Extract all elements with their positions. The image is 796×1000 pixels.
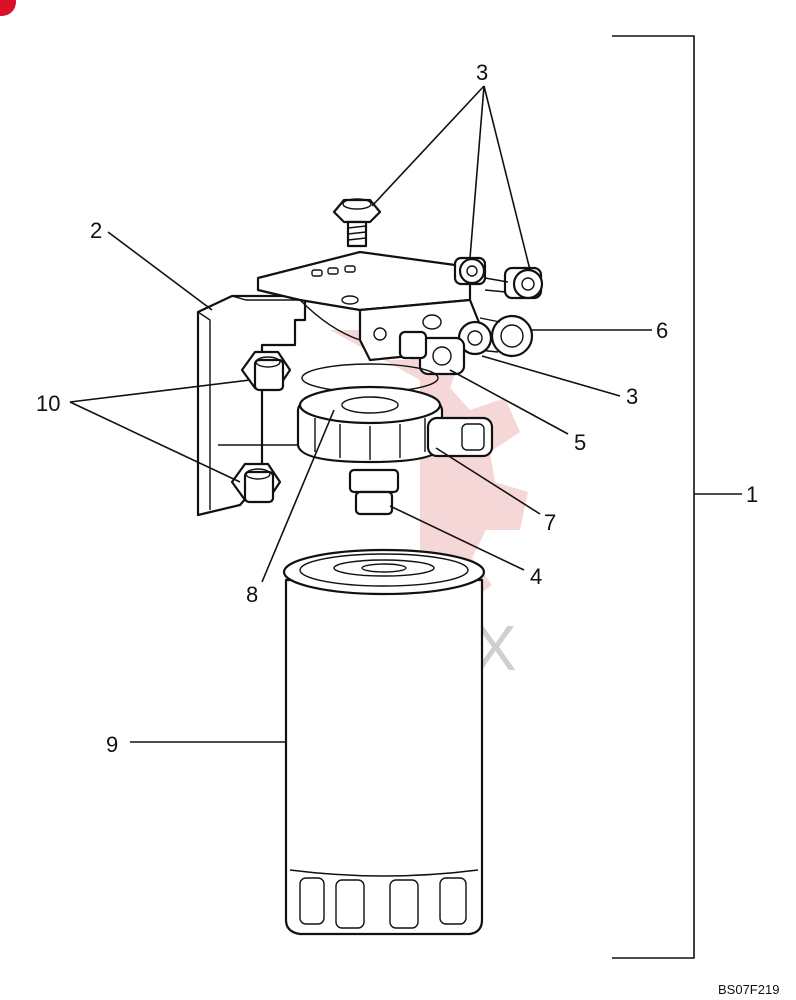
callout-9: 9	[106, 732, 118, 757]
callout-7: 7	[544, 510, 556, 535]
callout-1: 1	[746, 482, 758, 507]
top-bleed-fitting	[332, 198, 382, 248]
callout-3-top: 3	[476, 60, 488, 85]
callout-10: 10	[36, 391, 60, 416]
side-fitting-left	[453, 256, 487, 286]
callout-4: 4	[530, 564, 542, 589]
sensor-housing	[296, 385, 494, 464]
callout-3-lower: 3	[626, 384, 638, 409]
side-fitting-right	[484, 266, 544, 300]
callout-2: 2	[90, 218, 102, 243]
bracket-bolt-upper	[240, 350, 292, 392]
figure-code: BS07F219	[718, 982, 779, 997]
bracket-bolt-lower	[230, 462, 282, 504]
port-plug	[477, 314, 534, 358]
callout-6: 6	[656, 318, 668, 343]
watermark-gear-icon	[330, 330, 528, 608]
drain-stud	[348, 468, 400, 516]
heater-connector	[398, 330, 466, 376]
filter-canister	[282, 548, 486, 936]
leader-lines	[69, 35, 742, 959]
corner-logo-icon	[0, 0, 16, 16]
callout-5: 5	[574, 430, 586, 455]
callout-8: 8	[246, 582, 258, 607]
